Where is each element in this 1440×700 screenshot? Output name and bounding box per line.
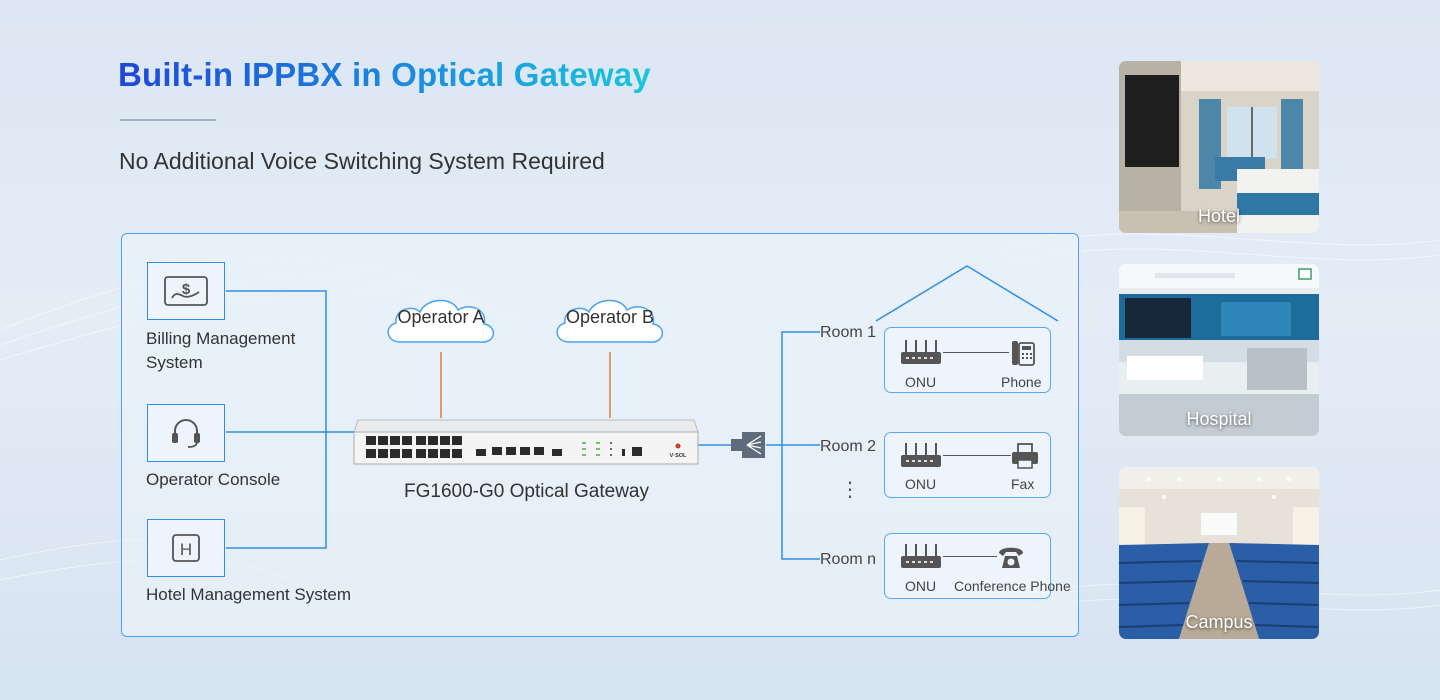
- room-n-devices: ONU Conference Phone: [884, 533, 1071, 599]
- room-1-devices: ONU Phone: [884, 327, 1051, 393]
- hotel-photo-card: Hotel: [1119, 61, 1319, 233]
- desk-phone-icon: [1012, 341, 1035, 366]
- billing-money-icon: $: [164, 276, 208, 306]
- svg-text:$: $: [182, 281, 191, 298]
- conference-phone-icon: [999, 547, 1023, 568]
- billing-label-line2: System: [146, 353, 203, 372]
- title-part-2: Optical Gateway: [391, 56, 651, 93]
- cloud-icon: [387, 299, 494, 343]
- hospital-label: Hospital: [1186, 409, 1252, 429]
- onu-label: ONU: [905, 578, 937, 594]
- optical-gateway-device-icon: V·SOL: [353, 419, 699, 465]
- room-2-label: Room 2: [820, 438, 877, 455]
- gateway-label: FG1600-G0 Optical Gateway: [404, 481, 649, 502]
- hospital-photo-card: Hospital: [1119, 264, 1319, 436]
- hotel-room-photo: [1119, 61, 1319, 233]
- page-subtitle: No Additional Voice Switching System Req…: [119, 148, 605, 174]
- room-1-label: Room 1: [820, 324, 877, 341]
- fax-icon: [1012, 443, 1038, 469]
- cloud-icon: [556, 299, 663, 343]
- onu-fax-link: [943, 455, 1011, 456]
- room-2-devices: ONU Fax: [884, 432, 1051, 498]
- svg-text:H: H: [180, 540, 192, 559]
- operator-a-cloud: Operator A: [380, 290, 502, 352]
- billing-system-box: $: [147, 262, 225, 320]
- headset-icon: [172, 419, 200, 448]
- rooms-ellipsis: ⋮: [840, 479, 860, 501]
- operator-a-label: Operator A: [397, 307, 485, 327]
- onu-label: ONU: [905, 476, 937, 492]
- fax-label: Fax: [1011, 476, 1035, 492]
- auditorium-photo: [1119, 467, 1319, 639]
- vsol-logo-mark: [675, 443, 681, 449]
- billing-label-line1: Billing Management: [146, 329, 296, 348]
- gateway-brand-logo: V·SOL: [670, 453, 687, 459]
- conference-phone-label: Conference Phone: [954, 578, 1071, 594]
- page-title: Built-in IPPBX in Optical Gateway: [118, 56, 651, 94]
- title-part-1: Built-in IPPBX in: [118, 56, 392, 93]
- hotel-h-icon: H: [172, 534, 200, 562]
- optical-splitter-icon: [731, 432, 765, 458]
- hotel-label: Hotel: [1197, 206, 1241, 226]
- operator-b-label: Operator B: [565, 307, 655, 327]
- title-divider: [120, 119, 216, 121]
- onu-router-icon: [901, 443, 941, 467]
- campus-photo-card: Campus: [1119, 467, 1319, 639]
- phone-label: Phone: [1001, 374, 1042, 390]
- operator-console-label: Operator Console: [146, 470, 281, 489]
- operator-b-cloud: Operator B: [549, 290, 671, 352]
- campus-label: Campus: [1185, 612, 1253, 632]
- billing-system-label: Billing Management System: [146, 327, 295, 375]
- operator-console-box: [147, 404, 225, 462]
- hotel-system-box: H: [147, 519, 225, 577]
- hospital-room-photo: [1119, 264, 1319, 436]
- hotel-system-label: Hotel Management System: [146, 585, 352, 604]
- onu-phone-link: [943, 352, 1009, 353]
- onu-conference-link: [943, 556, 997, 557]
- onu-label: ONU: [905, 374, 937, 390]
- onu-router-icon: [901, 544, 941, 568]
- onu-router-icon: [901, 340, 941, 364]
- room-n-label: Room n: [820, 551, 877, 568]
